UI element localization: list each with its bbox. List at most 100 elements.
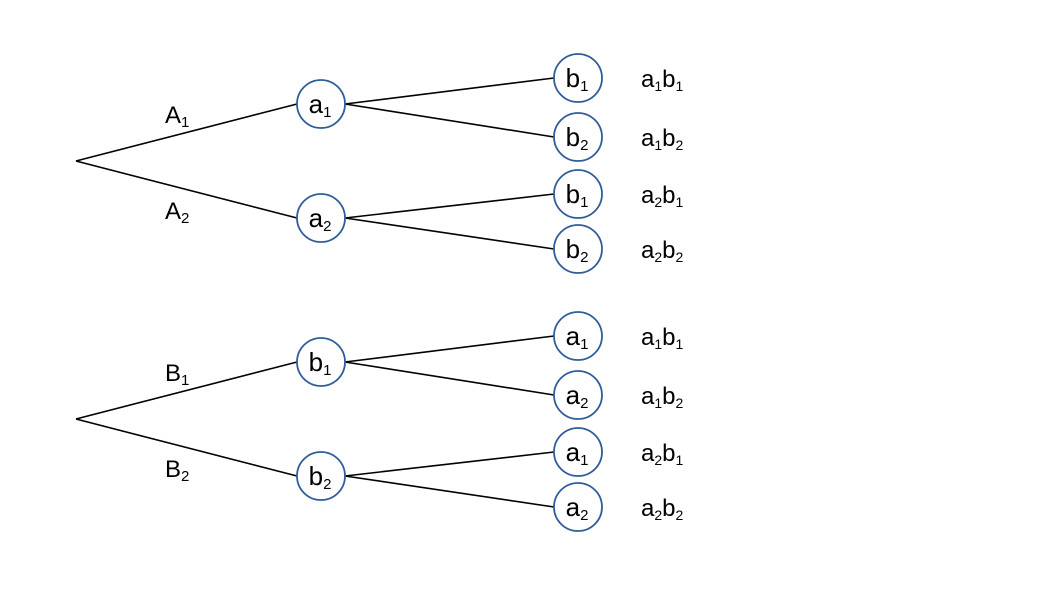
outcome-part-sub: 2	[676, 507, 684, 523]
outcome-part-sub: 2	[676, 395, 684, 411]
leaf-edge	[344, 361, 555, 396]
branch-label-main: B	[165, 456, 181, 483]
outcome-label: a2b1	[641, 440, 684, 468]
outcome-part-main: b	[662, 237, 675, 264]
outcome-label: a2b2	[641, 495, 684, 523]
event-node-circle	[296, 193, 346, 243]
outcome-label: a1b2	[641, 383, 684, 411]
branch-label-main: A	[165, 198, 181, 225]
event-node-label: a2	[309, 203, 332, 235]
leaf-node-label-sub: 2	[580, 137, 588, 154]
leaf-node-label: b2	[566, 122, 589, 154]
outcome-part-sub: 2	[654, 452, 662, 468]
edges-layer	[75, 77, 555, 508]
leaf-node-label-main: a	[566, 380, 581, 410]
leaf-node-label-main: a	[566, 321, 581, 351]
leaf-edge	[344, 193, 555, 219]
outcome-part-main: b	[662, 66, 675, 93]
event-node-label-sub: 1	[323, 104, 331, 121]
outcome-part-sub: 1	[654, 78, 662, 94]
outcome-part-sub: 2	[654, 507, 662, 523]
branch-label-sub: 2	[181, 210, 189, 227]
leaf-node-label-sub: 1	[580, 78, 588, 95]
leaf-node-label-main: a	[566, 437, 581, 467]
nodes-layer	[296, 53, 603, 532]
leaf-node-label-sub: 2	[580, 395, 588, 412]
leaf-node-label-main: b	[566, 234, 580, 264]
outcome-part-main: a	[641, 125, 655, 152]
outcome-part-main: a	[641, 383, 655, 410]
leaf-node-label: b1	[566, 63, 589, 95]
outcome-part-main: a	[641, 495, 655, 522]
outcome-part-main: a	[641, 66, 655, 93]
leaf-node-label-main: b	[566, 179, 580, 209]
outcome-part-main: b	[662, 495, 675, 522]
leaf-node-label: b2	[566, 234, 589, 266]
outcome-part-main: b	[662, 383, 675, 410]
outcome-part-main: a	[641, 182, 655, 209]
leaf-node-label-sub: 2	[580, 507, 588, 524]
event-node-label-sub: 2	[323, 476, 331, 493]
outcome-label: a2b2	[641, 237, 684, 265]
leaf-node-label-main: b	[566, 63, 580, 93]
leaf-node-circle	[553, 370, 603, 420]
outcome-part-main: a	[641, 440, 655, 467]
outcome-part-sub: 2	[654, 249, 662, 265]
event-node-label-main: b	[309, 461, 323, 491]
outcome-part-sub: 2	[654, 194, 662, 210]
leaf-edge	[344, 103, 555, 138]
branch-label-main: B	[165, 360, 181, 387]
leaf-edge	[344, 451, 555, 477]
event-node-label-sub: 2	[323, 218, 331, 235]
event-node-label: b2	[309, 461, 332, 493]
outcome-label: a1b2	[641, 125, 684, 153]
event-node-circle	[296, 79, 346, 129]
outcome-part-sub: 1	[676, 452, 684, 468]
outcome-label: a2b1	[641, 182, 684, 210]
leaf-node-label-main: b	[566, 122, 580, 152]
leaf-node-label: a1	[566, 321, 589, 353]
outcome-part-sub: 1	[654, 395, 662, 411]
outcome-part-main: b	[662, 324, 675, 351]
event-node-circle	[296, 451, 346, 501]
leaf-edge	[344, 77, 555, 105]
event-node-label-main: a	[309, 203, 324, 233]
event-node-label-sub: 1	[323, 362, 331, 379]
leaf-node-label: a2	[566, 380, 589, 412]
outcome-part-main: a	[641, 237, 655, 264]
leaf-node-circle	[553, 427, 603, 477]
event-node-label: b1	[309, 347, 332, 379]
leaf-node-label-sub: 2	[580, 249, 588, 266]
outcome-part-sub: 2	[676, 137, 684, 153]
event-node-label: a1	[309, 89, 332, 121]
outcome-label: a1b1	[641, 324, 684, 352]
leaf-node-label-sub: 1	[580, 336, 588, 353]
outcome-part-sub: 1	[676, 194, 684, 210]
branch-label: B2	[165, 456, 189, 485]
outcome-label: a1b1	[641, 66, 684, 94]
outcome-part-sub: 1	[676, 78, 684, 94]
outcome-part-main: b	[662, 182, 675, 209]
leaf-node-circle	[553, 224, 603, 274]
leaf-node-label-sub: 1	[580, 452, 588, 469]
branch-label-sub: 2	[181, 468, 189, 485]
leaf-node-circle	[553, 482, 603, 532]
leaf-edge	[344, 217, 555, 250]
leaf-node-label: a2	[566, 492, 589, 524]
branch-label-sub: 1	[181, 372, 189, 389]
leaf-edge	[344, 475, 555, 508]
leaf-node-circle	[553, 53, 603, 103]
leaf-node-label: a1	[566, 437, 589, 469]
outcome-part-main: b	[662, 440, 675, 467]
event-node-label-main: b	[309, 347, 323, 377]
branch-label-main: A	[165, 102, 181, 129]
branch-label: B1	[165, 360, 189, 389]
branch-label-sub: 1	[181, 114, 189, 131]
leaf-edge	[344, 335, 555, 363]
leaf-node-label: b1	[566, 179, 589, 211]
branch-edge	[75, 160, 298, 219]
branch-edge	[75, 361, 298, 420]
leaf-node-circle	[553, 169, 603, 219]
